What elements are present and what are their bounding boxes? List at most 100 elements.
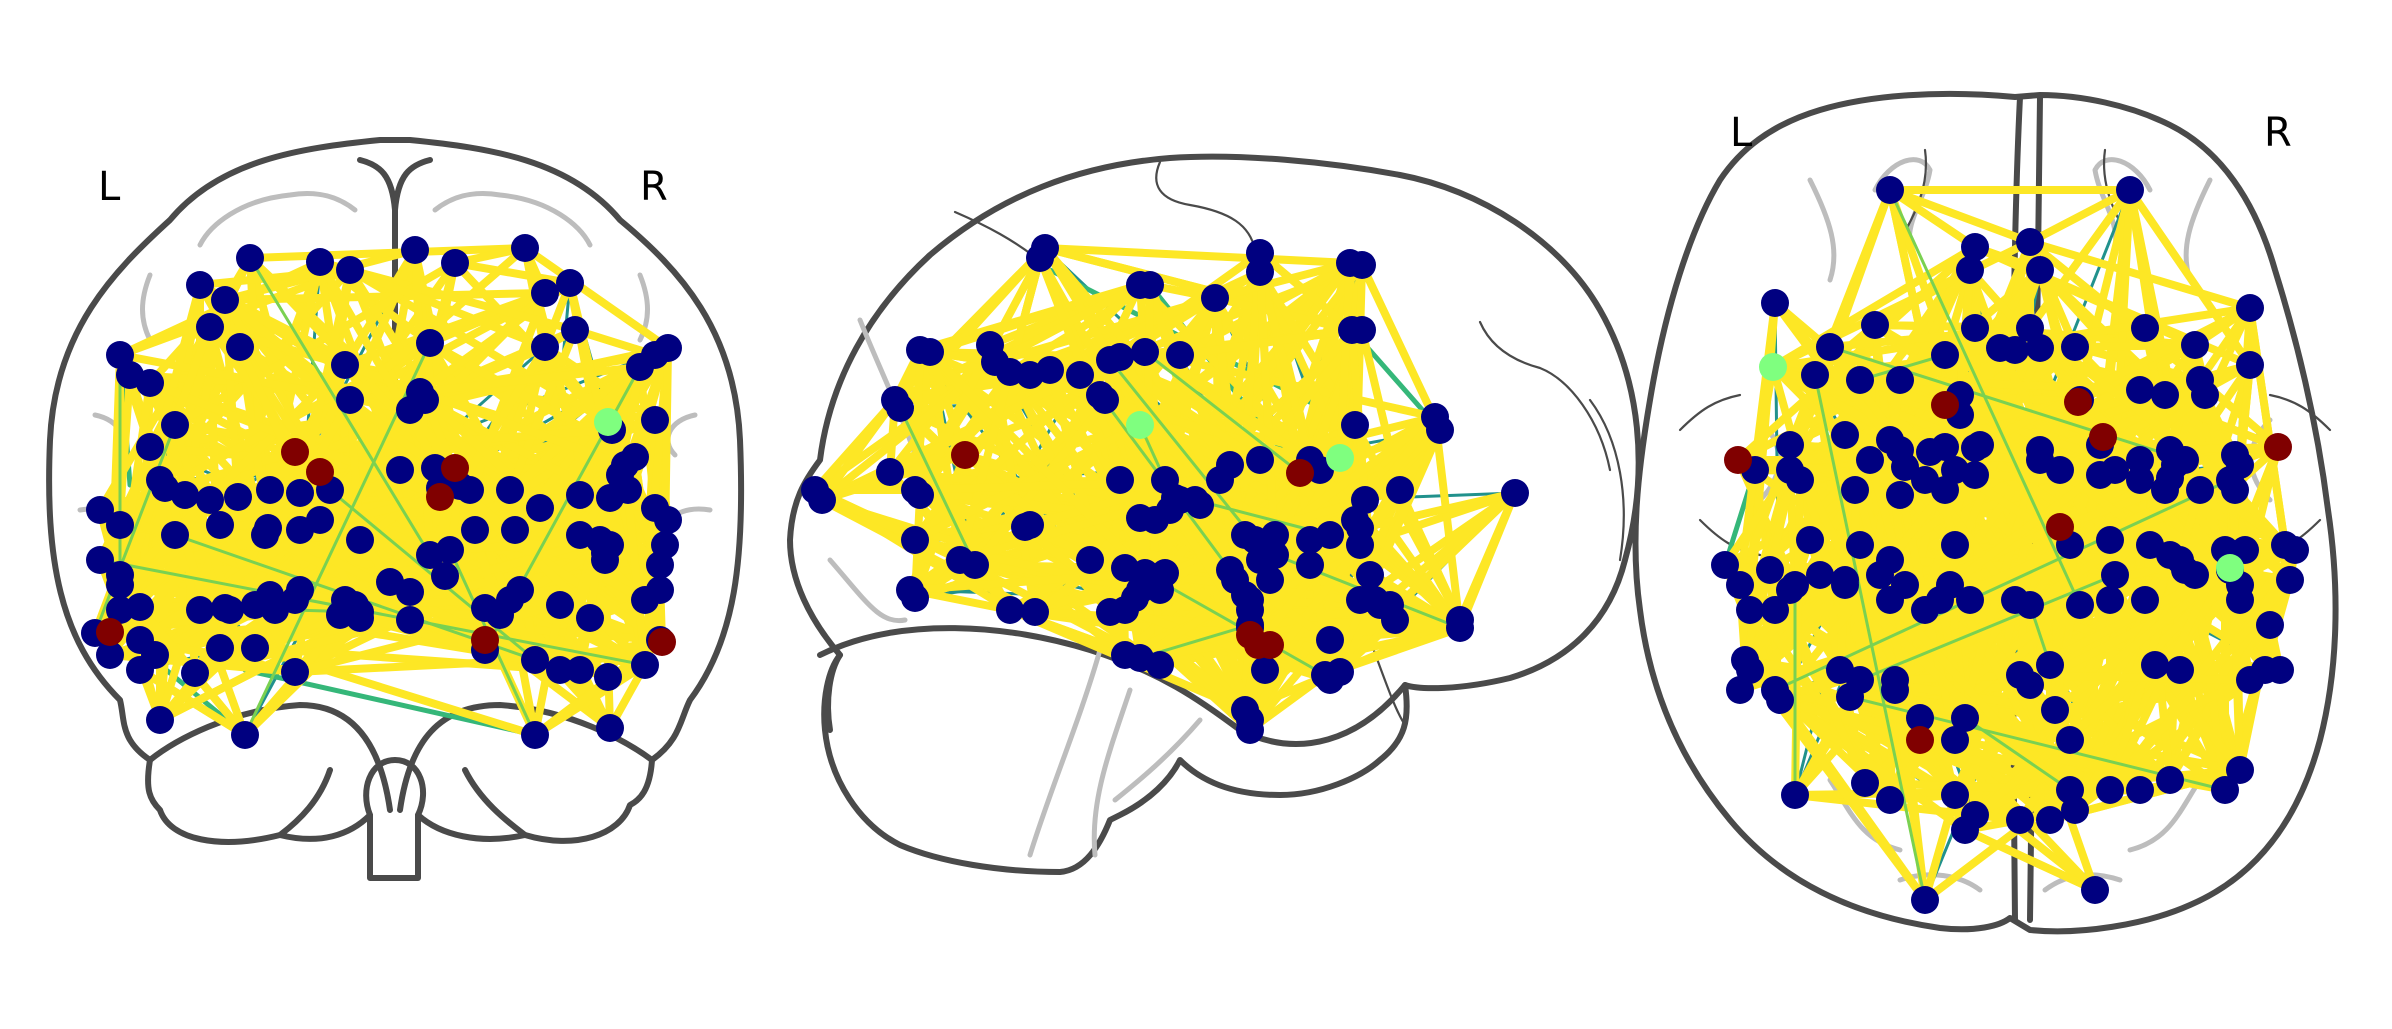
coronal-view: L R (46, 137, 745, 881)
coronal-node (106, 511, 134, 539)
coronal-node (171, 481, 199, 509)
coronal-node (521, 721, 549, 749)
axial-node (1726, 676, 1754, 704)
coronal-node (631, 651, 659, 679)
axial-node (2191, 381, 2219, 409)
sagittal-edge-strong (1116, 353, 1249, 539)
axial-node (1766, 686, 1794, 714)
sagittal-edge-strong (1041, 244, 1354, 267)
axial-edge-light (1888, 188, 2082, 607)
axial-node (1856, 446, 1884, 474)
sagittal-edge-strong (1256, 249, 1356, 334)
axial-node (1951, 704, 1979, 732)
coronal-node (196, 313, 224, 341)
axial-edge-strong (1886, 186, 2034, 246)
axial-node (2056, 726, 2084, 754)
axial-node (2131, 314, 2159, 342)
axial-node (2026, 334, 2054, 362)
axial-node (1801, 361, 1829, 389)
axial-node (1881, 676, 1909, 704)
coronal-node (496, 476, 524, 504)
sagittal-node-red (951, 441, 979, 469)
coronal-nodes (81, 234, 682, 749)
axial-node (2236, 294, 2264, 322)
axial-edge-light (1963, 716, 2072, 792)
coronal-node (531, 333, 559, 361)
sagittal-node (876, 458, 904, 486)
coronal-node (576, 604, 604, 632)
coronal-node (546, 656, 574, 684)
sagittal-node (1246, 258, 1274, 286)
coronal-node (416, 329, 444, 357)
axial-node (1951, 816, 1979, 844)
sagittal-node (916, 338, 944, 366)
axial-node (2066, 591, 2094, 619)
sagittal-edge-strong (926, 348, 1149, 577)
axial-node-green (1759, 353, 1787, 381)
coronal-node-red (96, 618, 124, 646)
axial-node-red (2264, 433, 2292, 461)
coronal-node (506, 576, 534, 604)
sagittal-edge-strong (1141, 348, 1314, 464)
sagittal-node (1386, 476, 1414, 504)
coronal-node (501, 516, 529, 544)
sagittal-edge-strong (1456, 489, 1519, 632)
sagittal-node (1296, 551, 1324, 579)
coronal-edge-strong (346, 266, 549, 351)
sagittal-edge-light (898, 406, 977, 567)
coronal-node (281, 658, 309, 686)
sagittal-node (1066, 361, 1094, 389)
axial-edge-strong (1996, 266, 2044, 352)
axial-node (1941, 531, 1969, 559)
axial-node-red (1931, 391, 1959, 419)
coronal-node (136, 433, 164, 461)
coronal-node (86, 546, 114, 574)
axial-node (1736, 596, 1764, 624)
sagittal-edge-strong (926, 281, 1144, 356)
coronal-node (186, 596, 214, 624)
sagittal-nodes (801, 234, 1529, 744)
coronal-node (256, 476, 284, 504)
sagittal-node-red (1256, 631, 1284, 659)
sagittal-node (1341, 411, 1369, 439)
axial-left-label: L (1730, 110, 1753, 156)
coronal-node (206, 511, 234, 539)
coronal-node-green (594, 408, 622, 436)
coronal-node (411, 386, 439, 414)
coronal-node (226, 333, 254, 361)
axial-edge-strong (1961, 826, 2099, 894)
sagittal-node (901, 526, 929, 554)
sagittal-node (1146, 576, 1174, 604)
coronal-node (614, 476, 642, 504)
axial-node (1806, 561, 1834, 589)
axial-edge-strong (1971, 596, 2019, 819)
axial-node (1866, 561, 1894, 589)
coronal-edge-strong (436, 484, 666, 646)
axial-node-red (2064, 388, 2092, 416)
axial-node (2126, 446, 2154, 474)
sagittal-node (1021, 598, 1049, 626)
axial-node (2096, 776, 2124, 804)
axial-node (1876, 176, 1904, 204)
axial-edge-strong (1791, 693, 1854, 799)
axial-edge-strong (2051, 564, 2234, 714)
coronal-node (306, 248, 334, 276)
axial-edge-strong (1886, 596, 2019, 804)
coronal-node (346, 526, 374, 554)
coronal-node (556, 269, 584, 297)
sagittal-node (1246, 446, 1274, 474)
sagittal-edge-light (1143, 350, 1302, 475)
axial-edge-strong (2026, 238, 2254, 312)
coronal-node (286, 479, 314, 507)
axial-node (1846, 531, 1874, 559)
coronal-node (346, 604, 374, 632)
sagittal-edge-strong (811, 396, 899, 494)
sagittal-node (1076, 546, 1104, 574)
axial-node (1961, 461, 1989, 489)
axial-node (1756, 556, 1784, 584)
coronal-node (186, 271, 214, 299)
sagittal-edge-strong (1366, 571, 1464, 632)
coronal-node (96, 641, 124, 669)
axial-edge-strong (2106, 486, 2204, 794)
axial-edge-strong (2126, 186, 2254, 369)
